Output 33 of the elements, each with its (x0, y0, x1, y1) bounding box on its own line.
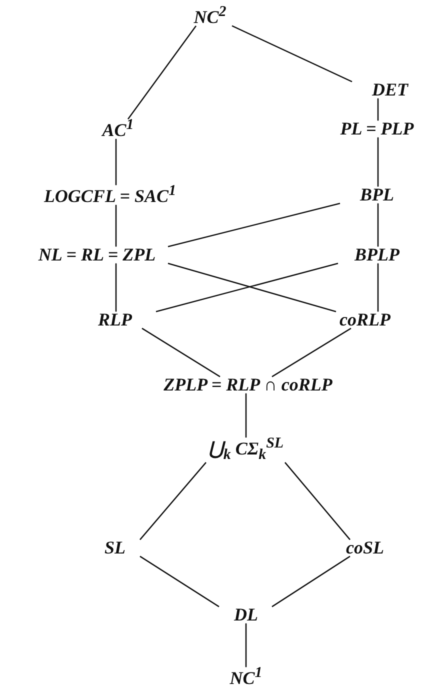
class-label: RLP (98, 310, 132, 330)
class-label: ZPLP = RLP ∩ coRLP (164, 374, 332, 396)
connector-line (377, 98, 379, 121)
connector-line (272, 328, 352, 378)
connector-line (232, 25, 352, 82)
connector-line (245, 393, 247, 438)
class-label: NC$^{2}$ (194, 4, 226, 28)
class-label: NC$^{1}$ (230, 665, 262, 689)
connector-line (377, 203, 379, 247)
connector-line (115, 204, 117, 247)
connector-line (115, 263, 117, 312)
connector-line (140, 556, 220, 608)
class-label: BPL (360, 184, 394, 206)
class-label: NL = RL = ZPL (38, 244, 156, 266)
class-label: coRLP (340, 310, 390, 330)
connector-line (140, 462, 206, 540)
class-label: BPLP (354, 244, 400, 266)
connector-line (272, 556, 350, 608)
connector-line (168, 202, 340, 248)
connector-line (127, 25, 197, 120)
class-label: LOGCFL = SAC$^{1}$ (44, 183, 176, 207)
class-label: coSL (346, 538, 384, 558)
class-label: SL (104, 538, 126, 558)
connector-line (284, 462, 350, 540)
connector-line (142, 328, 220, 378)
connector-line (245, 623, 247, 668)
class-label: DL (234, 604, 258, 626)
class-label: DET (372, 80, 408, 100)
class-label: AC$^{1}$ (102, 117, 134, 141)
class-label: PL = PLP (340, 118, 414, 140)
connector-line (115, 138, 117, 186)
connector-line (377, 137, 379, 187)
connector-line (377, 263, 379, 312)
